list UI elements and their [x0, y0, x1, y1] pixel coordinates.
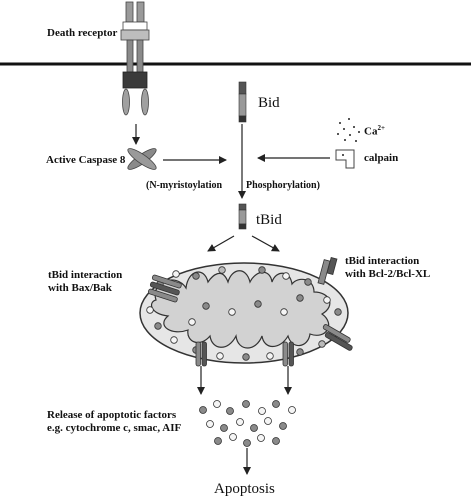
phosphorylation-label: Phosphorylation): [246, 180, 320, 191]
calcium-label: Ca2+: [364, 122, 385, 138]
tbid-bcl-label-line2: with Bcl-2/Bcl-XL: [345, 268, 431, 280]
caspase8-icon: [127, 148, 157, 170]
bcl2-upper-icon: [317, 257, 338, 285]
arrow-tbid-to-bcl2: [251, 235, 280, 252]
death-receptor-icon: [120, 1, 150, 116]
release-label-line1: Release of apoptotic factors: [47, 409, 177, 421]
released-factors-icon: [199, 400, 296, 447]
bid-molecule-icon: [238, 81, 247, 123]
calcium-ions-icon: [337, 118, 360, 142]
tbid-label: tBid: [256, 212, 282, 228]
pore-right-icon: [282, 341, 294, 367]
release-label-line2: e.g. cytochrome c, smac, AIF: [47, 422, 182, 434]
tbid-bax-label-line2: with Bax/Bak: [48, 282, 112, 294]
calpain-label: calpain: [364, 152, 399, 164]
calpain-icon: [335, 149, 355, 169]
mitochondrion: [139, 262, 349, 364]
calcium-symbol: Ca: [364, 125, 378, 138]
active-caspase8-label: Active Caspase 8: [46, 154, 126, 166]
pore-left-icon: [195, 341, 207, 367]
bid-label: Bid: [258, 95, 280, 111]
bax-bak-icon: [147, 274, 182, 303]
bcl2-lower-icon: [322, 324, 353, 351]
apoptosis-label: Apoptosis: [214, 481, 275, 497]
tbid-molecule-icon: [238, 203, 247, 230]
n-myristoylation-label: (N-myristoylation: [146, 180, 223, 191]
calcium-charge: 2+: [377, 124, 385, 132]
death-receptor-label: Death receptor: [47, 27, 118, 39]
tbid-bax-label-line1: tBid interaction: [48, 269, 123, 281]
arrow-tbid-to-bax: [207, 235, 235, 252]
tbid-bcl-label-line1: tBid interaction: [345, 255, 420, 267]
